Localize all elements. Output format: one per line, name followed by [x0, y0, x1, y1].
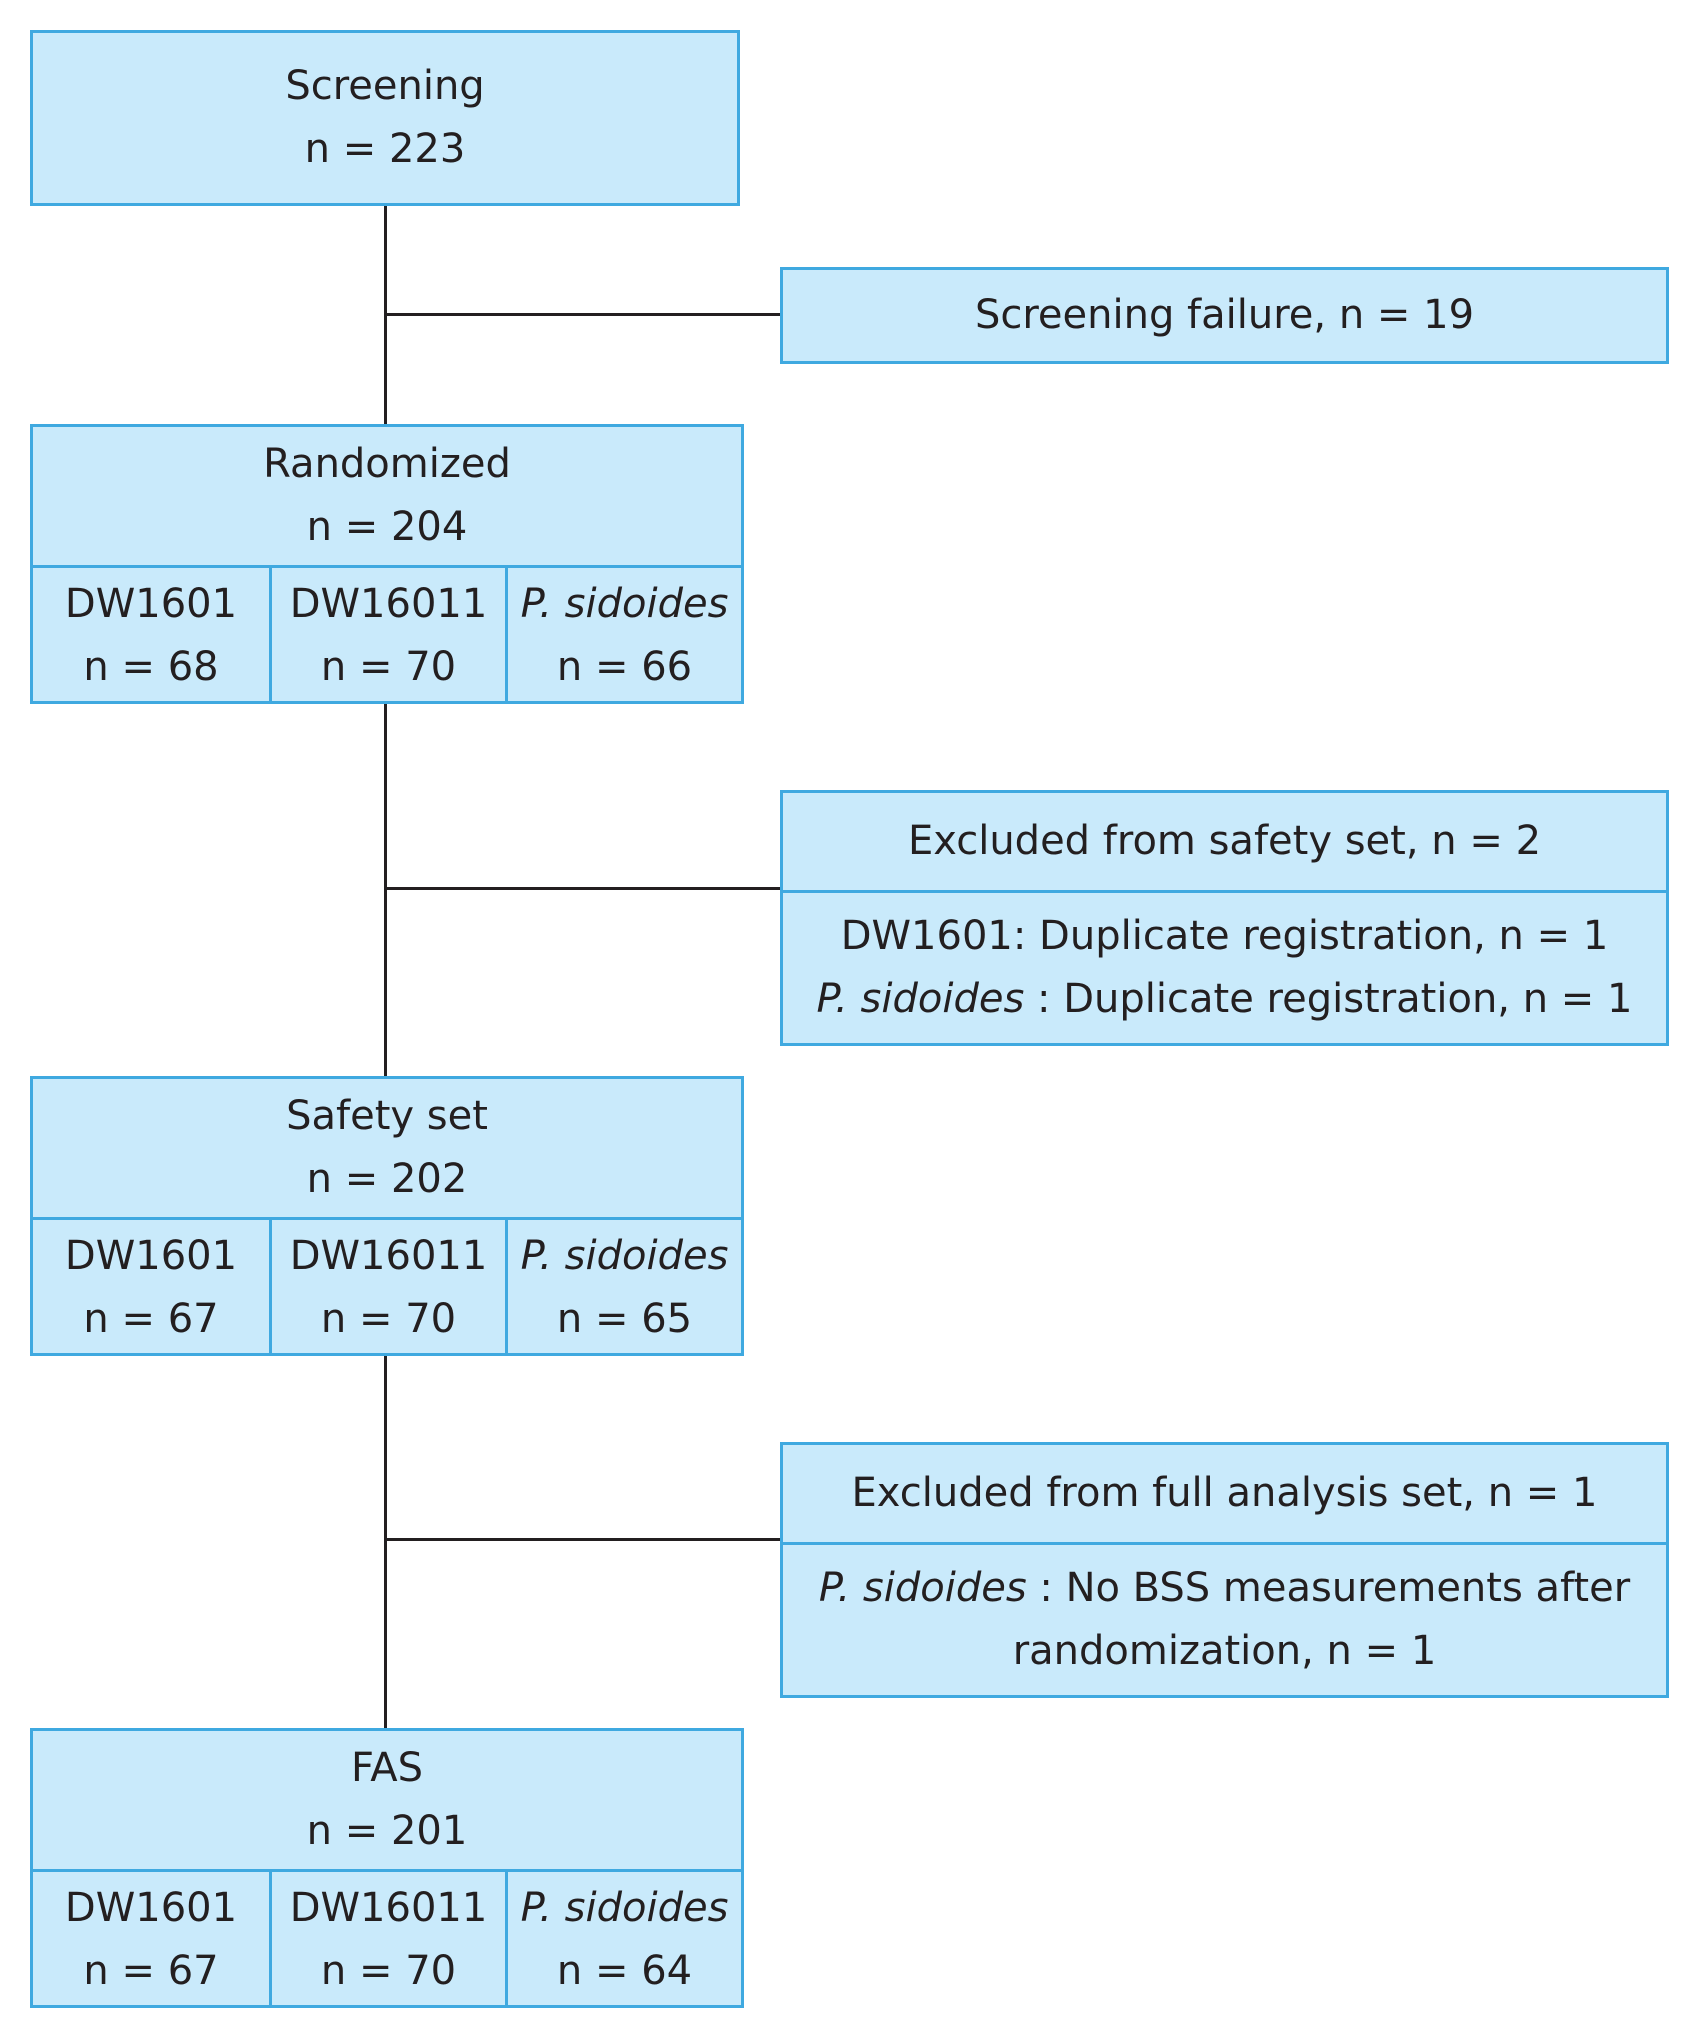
divider [33, 565, 741, 568]
safety-set-title: Safety set [286, 1093, 488, 1139]
excluded-safety-line-2-rest: : Duplicate registration, n = 1 [1024, 976, 1633, 1022]
divider [269, 1869, 272, 2008]
randomized-header: Randomized n = 204 [33, 427, 741, 565]
arm-count: n = 64 [556, 1948, 693, 1994]
arm-name: P. sidoides [520, 581, 729, 627]
excluded-safety-title: Excluded from safety set, n = 2 [907, 818, 1542, 864]
fas-arm-dw16011: DW16011 n = 70 [272, 1872, 505, 2008]
connector-to-excluded-fas [384, 1538, 782, 1541]
fas-title: FAS [350, 1745, 424, 1791]
arm-count: n = 70 [320, 644, 457, 690]
divider [783, 890, 1666, 893]
excluded-safety-line-1: DW1601: Duplicate registration, n = 1 [840, 913, 1609, 959]
screening-failure-box: Screening failure, n = 19 [780, 267, 1669, 364]
connector-to-excluded-safety [384, 887, 782, 890]
safety-set-count: n = 202 [306, 1156, 468, 1202]
randomized-arm-p-sidoides: P. sidoides n = 66 [508, 568, 741, 704]
excluded-safety-box: Excluded from safety set, n = 2 DW1601: … [780, 790, 1669, 1046]
excluded-fas-line-1: P. sidoides : No BSS measurements after [819, 1557, 1630, 1620]
randomized-count: n = 204 [306, 504, 468, 550]
screening-count: n = 223 [304, 126, 466, 172]
divider [505, 1869, 508, 2008]
fas-count: n = 201 [306, 1808, 468, 1854]
arm-name: P. sidoides [520, 1885, 729, 1931]
randomized-title: Randomized [263, 441, 511, 487]
connector-main-2 [384, 702, 387, 1078]
safety-arm-dw1601: DW1601 n = 67 [33, 1220, 269, 1356]
fas-header: FAS n = 201 [33, 1731, 741, 1869]
fas-arm-dw1601: DW1601 n = 67 [33, 1872, 269, 2008]
screening-failure-text: Screening failure, n = 19 [974, 292, 1475, 338]
randomized-arm-dw16011: DW16011 n = 70 [272, 568, 505, 704]
safety-arm-p-sidoides: P. sidoides n = 65 [508, 1220, 741, 1356]
randomized-box: Randomized n = 204 DW1601 n = 68 DW16011… [30, 424, 744, 704]
safety-arm-dw16011: DW16011 n = 70 [272, 1220, 505, 1356]
arm-count: n = 67 [83, 1296, 219, 1342]
arm-name-italic: P. sidoides [816, 976, 1025, 1022]
arm-name: P. sidoides [520, 1233, 729, 1279]
arm-count: n = 70 [320, 1948, 457, 1994]
excluded-safety-details: DW1601: Duplicate registration, n = 1 P.… [783, 893, 1666, 1043]
excluded-fas-line-1-rest: : No BSS measurements after [1026, 1565, 1631, 1611]
excluded-fas-details: P. sidoides : No BSS measurements after … [783, 1545, 1666, 1695]
arm-name: DW16011 [289, 1885, 488, 1931]
randomized-arm-dw1601: DW1601 n = 68 [33, 568, 269, 704]
divider [783, 1542, 1666, 1545]
divider [269, 1217, 272, 1356]
arm-count: n = 67 [83, 1948, 219, 1994]
arm-count: n = 68 [83, 644, 219, 690]
arm-name: DW1601 [64, 1233, 238, 1279]
divider [269, 565, 272, 704]
excluded-safety-header: Excluded from safety set, n = 2 [783, 793, 1666, 890]
divider [33, 1869, 741, 1872]
screening-box: Screening n = 223 [30, 30, 740, 206]
arm-name: DW16011 [289, 1233, 488, 1279]
arm-name: DW16011 [289, 581, 488, 627]
divider [505, 1217, 508, 1356]
safety-set-header: Safety set n = 202 [33, 1079, 741, 1217]
arm-count: n = 70 [320, 1296, 457, 1342]
arm-name: DW1601 [64, 1885, 238, 1931]
arm-count: n = 66 [556, 644, 693, 690]
arm-name: DW1601 [64, 581, 238, 627]
arm-name-italic: P. sidoides [818, 1565, 1027, 1611]
divider [505, 565, 508, 704]
fas-box: FAS n = 201 DW1601 n = 67 DW16011 n = 70… [30, 1728, 744, 2008]
connector-to-screening-failure [384, 313, 782, 316]
excluded-fas-header: Excluded from full analysis set, n = 1 [783, 1445, 1666, 1542]
screening-title: Screening [285, 63, 485, 109]
safety-set-box: Safety set n = 202 DW1601 n = 67 DW16011… [30, 1076, 744, 1356]
excluded-fas-line-2: randomization, n = 1 [1012, 1628, 1437, 1674]
divider [33, 1217, 741, 1220]
excluded-safety-line-2: P. sidoides : Duplicate registration, n … [817, 968, 1633, 1031]
connector-main-3 [384, 1354, 387, 1730]
excluded-fas-box: Excluded from full analysis set, n = 1 P… [780, 1442, 1669, 1698]
arm-count: n = 65 [556, 1296, 693, 1342]
excluded-fas-title: Excluded from full analysis set, n = 1 [851, 1470, 1598, 1516]
fas-arm-p-sidoides: P. sidoides n = 64 [508, 1872, 741, 2008]
